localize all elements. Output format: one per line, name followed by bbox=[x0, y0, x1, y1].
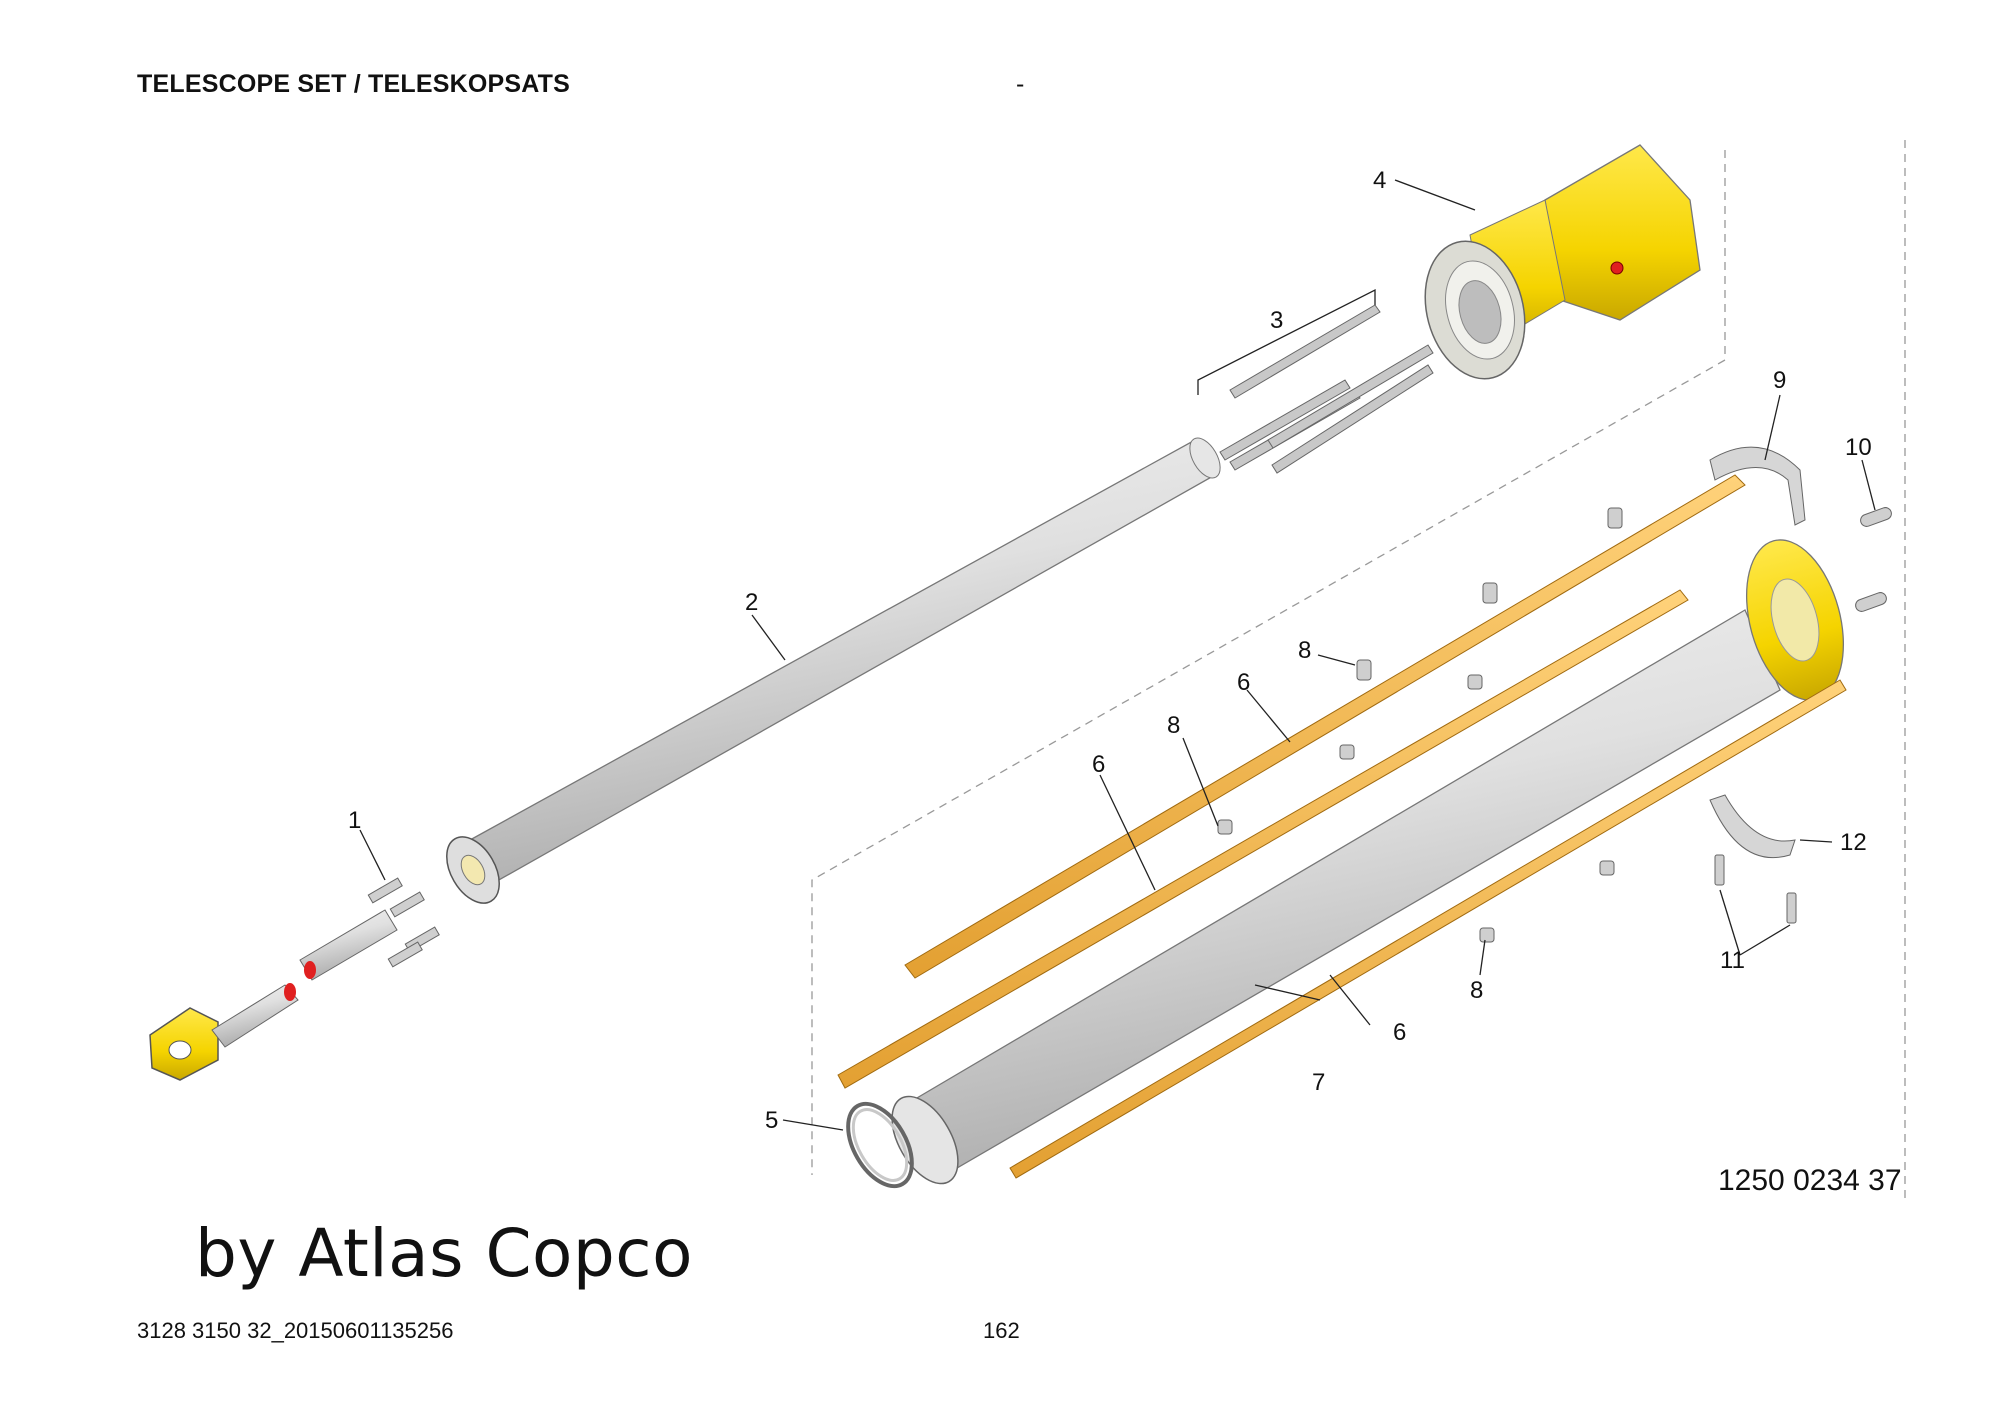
page-number: 162 bbox=[983, 1318, 1020, 1343]
callout-8c: 8 bbox=[1470, 977, 1483, 1004]
part-9-clamp-half bbox=[1709, 446, 1806, 526]
page-title: TELESCOPE SET / TELESKOPSATS bbox=[137, 70, 570, 98]
part-1-rod-end bbox=[149, 877, 440, 1081]
part-5-ring bbox=[846, 1101, 914, 1189]
drawing-number: 1250 0234 37 bbox=[1718, 1164, 1902, 1197]
callout-6a: 6 bbox=[1237, 669, 1250, 696]
part-11-bolts bbox=[1714, 854, 1797, 924]
part-4-cylinder-head bbox=[1424, 144, 1701, 380]
callout-6b: 6 bbox=[1092, 751, 1105, 778]
part-12-clamp-half bbox=[1709, 794, 1796, 859]
callout-6c: 6 bbox=[1393, 1019, 1406, 1046]
bolt-set bbox=[367, 877, 440, 968]
callout-1: 1 bbox=[348, 807, 361, 834]
callout-5: 5 bbox=[765, 1107, 778, 1134]
part-7-outer-tube bbox=[891, 539, 1845, 1185]
callout-7: 7 bbox=[1312, 1069, 1325, 1096]
callout-9: 9 bbox=[1773, 367, 1786, 394]
part-6-wear-strips bbox=[837, 474, 1847, 1179]
explode-boundary bbox=[811, 140, 1906, 1200]
callout-8b: 8 bbox=[1167, 712, 1180, 739]
footer-doc-id: 3128 3150 32_20150601135256 bbox=[137, 1318, 454, 1343]
part-2-inner-tube bbox=[446, 437, 1221, 904]
callout-11: 11 bbox=[1720, 947, 1745, 974]
callout-10: 10 bbox=[1845, 434, 1872, 461]
callout-12: 12 bbox=[1840, 829, 1867, 856]
part-8-screws bbox=[1217, 507, 1623, 943]
leader-lines bbox=[359, 179, 1876, 1131]
callout-3: 3 bbox=[1270, 307, 1283, 334]
part-10-pins bbox=[1855, 507, 1892, 612]
callout-8a: 8 bbox=[1298, 637, 1311, 664]
watermark-text: by Atlas Copco bbox=[195, 1215, 693, 1292]
callout-4: 4 bbox=[1373, 167, 1386, 194]
callouts: 1 2 3 4 5 6 6 6 7 8 8 8 9 10 11 12 bbox=[348, 167, 1872, 1134]
header-dash: - bbox=[1016, 70, 1025, 98]
callout-2: 2 bbox=[745, 589, 758, 616]
part-3-guide-strips bbox=[1197, 288, 1434, 474]
